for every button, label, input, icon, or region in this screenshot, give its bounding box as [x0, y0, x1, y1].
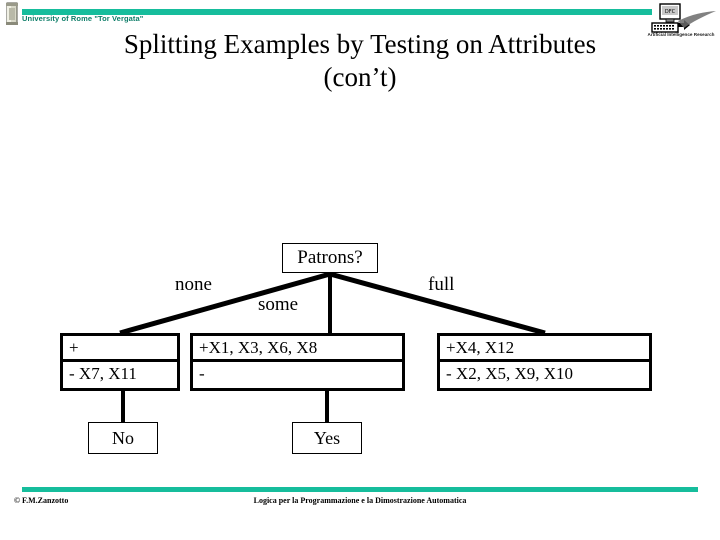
- university-name: University of Rome "Tor Vergata": [22, 14, 144, 23]
- branch-label-some: some: [258, 294, 299, 315]
- footer-copyright: © F.M.Zanzotto: [14, 496, 69, 505]
- page-title-line1: Splitting Examples by Testing on Attribu…: [123, 29, 597, 59]
- branch-label-full: full: [428, 274, 455, 295]
- example-set-negative: - X7, X11: [69, 364, 137, 383]
- research-logo-caption: Artificial Intelligence Research: [647, 32, 715, 37]
- example-set-some[interactable]: +X1, X3, X6, X8 -: [190, 333, 405, 391]
- tree-leaf-no[interactable]: No: [88, 422, 158, 454]
- header-rule-right: [640, 9, 652, 15]
- computer-arrow-icon: DFC: [644, 2, 718, 42]
- page-title-line2: (con’t): [323, 62, 397, 92]
- footer-course-title: Logica per la Programmazione e la Dimost…: [253, 496, 467, 505]
- column-tower-icon: [4, 2, 21, 26]
- example-set-negative: -: [199, 364, 205, 383]
- example-set-negative: - X2, X5, X9, X10: [446, 364, 574, 383]
- header-rule: [22, 9, 642, 15]
- example-set-positive: +: [63, 336, 177, 362]
- tree-leaf-yes[interactable]: Yes: [292, 422, 362, 454]
- tree-root-node-patrons[interactable]: Patrons?: [282, 243, 378, 273]
- svg-text:DFC: DFC: [665, 9, 676, 15]
- footer-rule: [22, 487, 698, 492]
- example-set-positive: +X1, X3, X6, X8: [193, 336, 402, 362]
- page-title: Splitting Examples by Testing on Attribu…: [40, 28, 680, 94]
- example-set-positive: +X4, X12: [440, 336, 649, 362]
- example-set-full[interactable]: +X4, X12 - X2, X5, X9, X10: [437, 333, 652, 391]
- example-set-none[interactable]: + - X7, X11: [60, 333, 180, 391]
- branch-label-none: none: [175, 274, 212, 295]
- slide-header: University of Rome "Tor Vergata": [0, 0, 720, 28]
